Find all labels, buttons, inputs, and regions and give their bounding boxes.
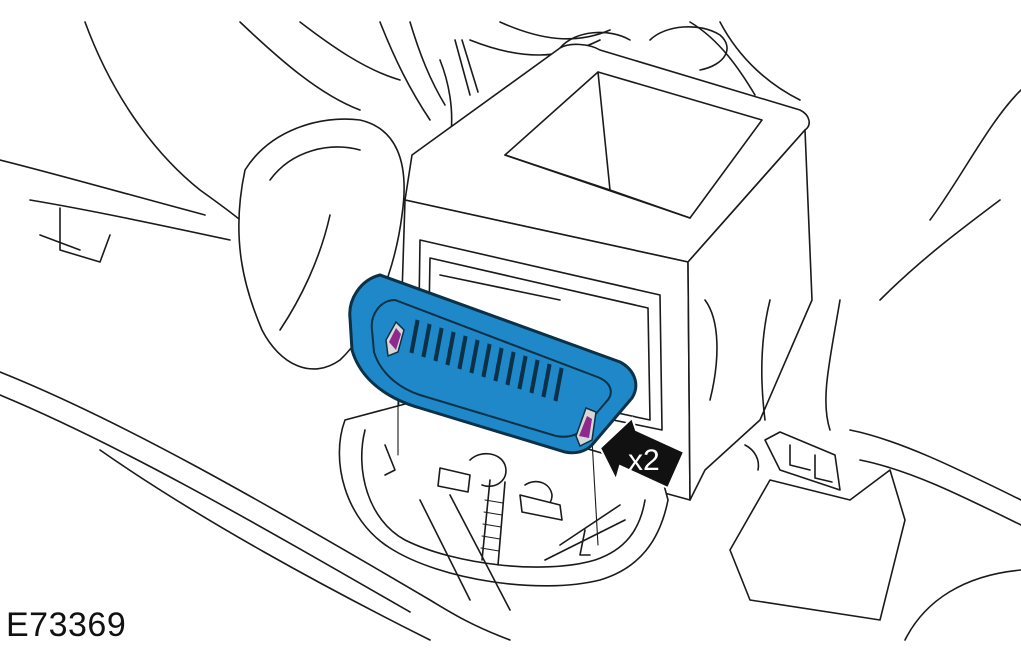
console-rear-panel <box>348 273 638 455</box>
figure-reference-id: E73369 <box>6 606 127 644</box>
clip-marker-icon <box>575 407 597 448</box>
clip-marker-icon <box>385 320 405 358</box>
lower-tray <box>338 394 669 611</box>
floor-and-right-seat <box>0 89 1021 641</box>
push-arrow-icon: x2 <box>598 416 686 490</box>
left-seat <box>0 21 405 370</box>
quantity-callout: x2 <box>628 444 660 477</box>
panel-vent-slots <box>409 319 564 402</box>
